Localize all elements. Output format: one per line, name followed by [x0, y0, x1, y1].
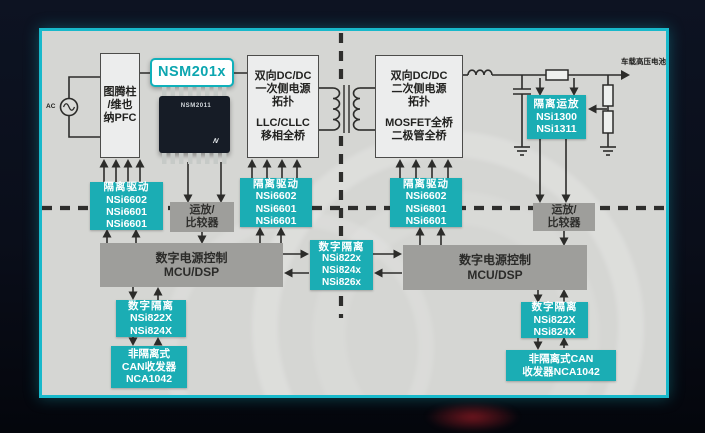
part-number: NSi6601 — [106, 218, 147, 231]
can-transceiver-left-block: 非隔离式 CAN收发器 NCA1042 — [111, 346, 187, 388]
isolated-driver-right-block: 隔离驱动 NSi6602 NSi6801 NSi6601 — [390, 178, 462, 227]
inductor-icon — [467, 69, 493, 76]
block-line: NCA1042 — [125, 373, 173, 386]
block-title: 隔离驱动 — [103, 181, 150, 194]
block-line: 拓扑 — [272, 95, 294, 108]
chip-pins-top — [162, 87, 227, 96]
part-number: NSi1311 — [536, 123, 577, 136]
block-line: MCU/DSP — [163, 265, 220, 279]
block-line: 非隔离式CAN — [528, 353, 594, 366]
block-line: CAN收发器 — [121, 360, 177, 373]
digital-isolator-left-block: 数字隔离 NSi822X NSi824X — [116, 300, 186, 337]
block-line: 一次侧电源 — [255, 82, 311, 95]
isolation-dashed-lines — [42, 33, 665, 318]
part-number: NSi824X — [533, 326, 576, 339]
nsm201x-label: NSM201x — [158, 63, 226, 80]
part-number: NSi822x — [322, 253, 361, 265]
chip-pins-bottom — [162, 153, 227, 164]
block-line: 二次侧电源 — [391, 82, 447, 95]
opamp-comparator-left-block: 运放/ 比较器 — [170, 202, 234, 232]
block-line: 二极管全桥 — [391, 130, 447, 143]
part-number: NSi6601 — [255, 202, 297, 215]
block-line: 双向DC/DC — [254, 69, 312, 82]
block-line: MCU/DSP — [467, 267, 523, 282]
part-number: NSi822X — [533, 313, 576, 326]
block-line: 运放/ — [189, 204, 215, 217]
block-title: 数字隔离 — [318, 241, 365, 254]
novosense-logo-icon: N — [212, 138, 219, 145]
block-line: 移相全桥 — [261, 130, 305, 143]
mcu-dsp-left-block: 数字电源控制 MCU/DSP — [100, 243, 283, 287]
part-number: NSi6602 — [255, 190, 297, 203]
ground-icon — [514, 146, 530, 156]
digital-isolator-right-block: 数字隔离 NSi822X NSi824X — [521, 301, 588, 339]
nsm201x-callout: NSM201x — [150, 58, 234, 87]
part-number: NSi6602 — [405, 190, 447, 203]
part-number: NSi6601 — [106, 206, 147, 218]
block-line: LLC/CLLC — [256, 117, 310, 130]
hv-battery-label: 车载高压电池 — [621, 57, 666, 66]
part-number: NSi6602 — [106, 193, 147, 206]
isolated-driver-left-block: 隔离驱动 NSi6602 NSi6601 NSi6601 — [90, 181, 163, 231]
part-number: NSi6601 — [255, 214, 297, 227]
block-line: 比较器 — [185, 217, 219, 229]
ac-source-icon — [59, 97, 79, 117]
capacitor-icon — [513, 75, 531, 147]
part-number: NSi6601 — [405, 214, 447, 227]
bottom-red-glow — [425, 402, 520, 432]
block-title: 隔离运放 — [533, 98, 580, 111]
isolated-driver-mid-block: 隔离驱动 NSi6602 NSi6601 NSi6601 — [240, 178, 312, 227]
part-number: NSi824X — [129, 324, 173, 337]
arrowheads — [99, 70, 630, 350]
block-title: 隔离驱动 — [253, 177, 299, 190]
part-number: NSi6801 — [405, 202, 447, 215]
transformer-icon — [318, 85, 375, 133]
part-number: NSi826x — [322, 277, 361, 289]
block-title: 数字隔离 — [128, 299, 174, 312]
block-line: 双向DC/DC — [390, 69, 448, 82]
shunt-resistor-icon — [545, 69, 569, 81]
can-transceiver-right-block: 非隔离式CAN 收发器NCA1042 — [506, 350, 616, 381]
part-number: NSi822X — [129, 312, 173, 325]
pfc-block: 图腾柱 /维也 纳PFC — [100, 53, 140, 158]
block-line: 数字电源控制 — [155, 250, 228, 265]
block-line: 运放/ — [551, 204, 577, 217]
isolated-amplifier-block: 隔离运放 NSi1300 NSi1311 — [527, 95, 586, 139]
block-title: 数字隔离 — [531, 301, 578, 314]
mcu-dsp-right-block: 数字电源控制 MCU/DSP — [403, 245, 587, 290]
ac-label: AC — [46, 103, 56, 110]
ground-icon — [600, 146, 616, 156]
primary-dcdc-block: 双向DC/DC 一次侧电源 拓扑 LLC/CLLC 移相全桥 — [247, 55, 319, 158]
block-line: MOSFET全桥 — [385, 117, 453, 130]
block-line: 比较器 — [547, 217, 581, 229]
opamp-comparator-right-block: 运放/ 比较器 — [533, 203, 595, 231]
part-number: NSi824x — [322, 265, 361, 277]
block-line: 非隔离式 — [128, 348, 170, 361]
pfc-line: /维也 — [107, 99, 133, 112]
pfc-line: 图腾柱 — [103, 86, 137, 99]
block-line: 拓扑 — [408, 95, 430, 108]
block-line: 收发器NCA1042 — [522, 365, 600, 378]
block-line: 数字电源控制 — [458, 253, 531, 268]
digital-isolator-center-block: 数字隔离 NSi822x NSi824x NSi826x — [310, 240, 373, 290]
resistor-icon — [602, 110, 614, 134]
resistor-icon — [602, 84, 614, 107]
chip-label: NSM2011 — [180, 103, 212, 109]
pfc-line: 纳PFC — [103, 111, 137, 124]
secondary-dcdc-block: 双向DC/DC 二次侧电源 拓扑 MOSFET全桥 二极管全桥 — [375, 55, 463, 158]
part-number: NSi1300 — [536, 110, 577, 123]
block-title: 隔离驱动 — [403, 177, 449, 190]
nsm2011-chip — [159, 96, 230, 153]
